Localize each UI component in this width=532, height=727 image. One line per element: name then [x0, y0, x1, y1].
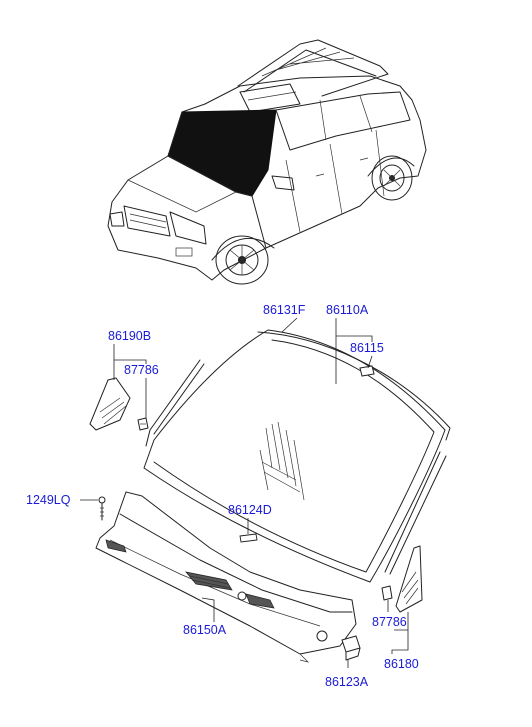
cowl-top-cover	[95, 491, 357, 663]
label-86110A[interactable]: 86110A	[326, 303, 369, 317]
right-cowl-side-cover	[395, 545, 423, 613]
left-cowl-side-cover	[89, 377, 131, 431]
mirror-mount-pad	[239, 533, 258, 543]
label-87786-right[interactable]: 87786	[372, 615, 407, 629]
front-wheel	[215, 235, 269, 285]
label-86180[interactable]: 86180	[384, 657, 419, 671]
label-86124D[interactable]: 86124D	[228, 503, 272, 517]
label-86190B[interactable]: 86190B	[108, 329, 151, 343]
cowl-cap	[341, 635, 361, 661]
label-86115[interactable]: 86115	[350, 341, 384, 355]
glass-stopper	[359, 365, 375, 377]
label-86123A[interactable]: 86123A	[325, 675, 369, 689]
label-1249LQ[interactable]: 1249LQ	[26, 493, 71, 507]
right-clip	[381, 585, 393, 601]
windshield-glass	[143, 329, 451, 583]
label-87786-left[interactable]: 87786	[124, 363, 159, 377]
vehicle-illustration	[107, 39, 427, 285]
vehicle-windshield	[167, 109, 277, 197]
label-86150A[interactable]: 86150A	[183, 623, 227, 637]
rear-wheel	[371, 155, 413, 201]
screw-part	[98, 496, 106, 521]
part-labels: 86131F 86110A 86115 86190B 87786 1249LQ …	[26, 303, 419, 689]
label-86131F[interactable]: 86131F	[263, 303, 306, 317]
left-clip	[137, 417, 149, 431]
leader-lines	[80, 317, 409, 668]
